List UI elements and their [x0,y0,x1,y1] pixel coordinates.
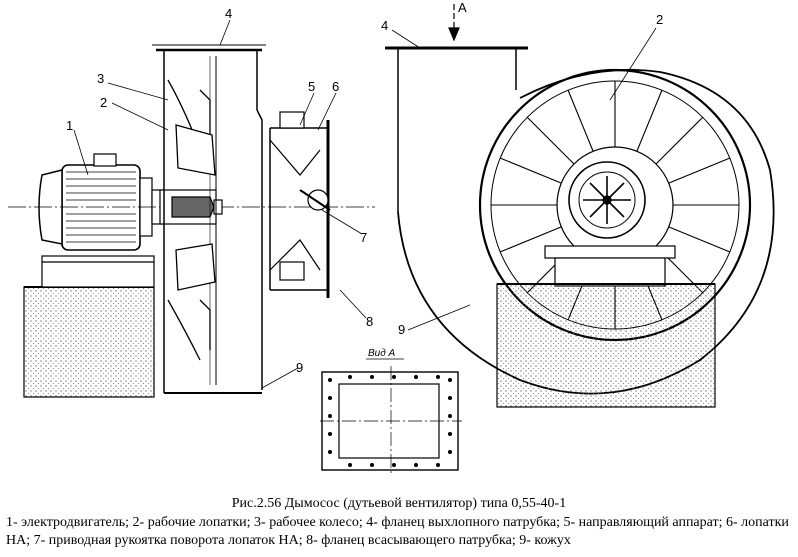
front-view-labels: 4 2 9 А [381,0,663,337]
side-view [8,19,375,398]
leader-lines-front [391,27,657,331]
label-4: 4 [225,6,232,21]
label-front-4: 4 [381,18,388,33]
label-front-9: 9 [398,322,405,337]
volute-casing [397,68,775,395]
arrow-label-a: А [458,0,467,15]
working-blades [167,79,216,361]
label-1: 1 [66,118,73,133]
view-arrow-a [448,4,460,42]
motor-frame [41,255,155,288]
label-3: 3 [97,71,104,86]
impeller-hub [159,189,223,225]
foundation-left [23,286,155,398]
motor [38,153,163,251]
detail-view-title: Вид А [368,348,396,359]
label-6: 6 [332,79,339,94]
leader-lines-side [73,19,367,389]
foundation-right [496,283,716,408]
figure-legend: 1- электродвигатель; 2- рабочие лопатки;… [6,515,789,548]
side-view-labels: 1 2 3 4 5 6 7 8 9 [66,6,373,375]
label-8: 8 [366,314,373,329]
figure-title: Рис.2.56 Дымосос (дутьевой вентилятор) т… [231,496,567,511]
label-front-2: 2 [656,12,663,27]
guide-vanes [269,111,331,281]
label-7: 7 [360,230,367,245]
label-5: 5 [308,79,315,94]
motor-base-front [544,245,676,259]
front-view [385,4,775,408]
label-9: 9 [296,360,303,375]
label-2: 2 [100,95,107,110]
detail-view-a [320,366,462,476]
